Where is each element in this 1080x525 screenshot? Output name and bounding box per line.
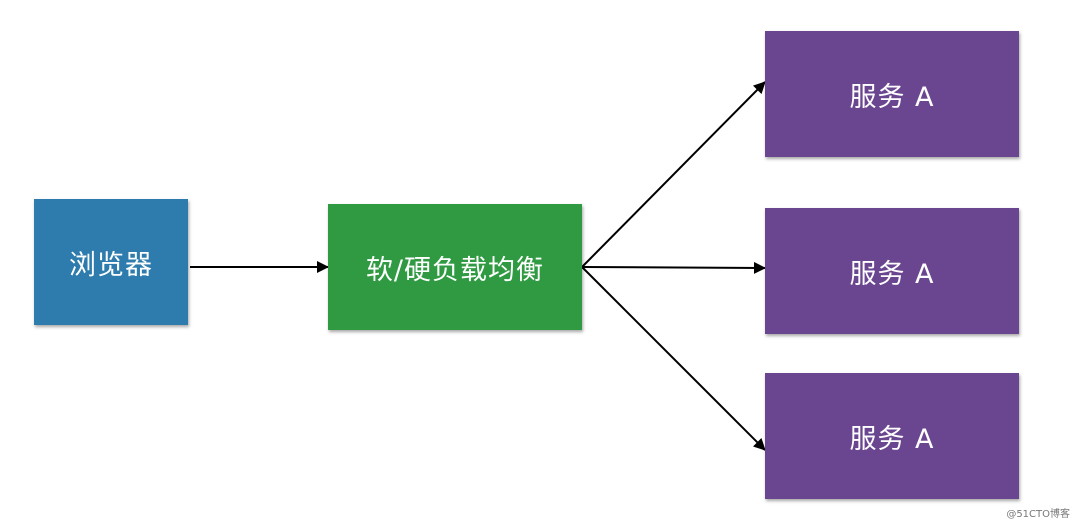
browser-node: 浏览器 (34, 199, 188, 325)
service-a-node-label: 服务 A (849, 81, 935, 113)
load-balancer-node-label: 软/硬负载均衡 (365, 254, 545, 286)
service-a-node-label: 服务 A (849, 258, 935, 290)
edge-lb-to-service-1 (581, 81, 766, 268)
service-a-node-3: 服务 A (765, 373, 1019, 499)
browser-node-label: 浏览器 (69, 249, 153, 281)
edge-lb-to-service-2 (581, 261, 766, 274)
service-a-node-1: 服务 A (765, 31, 1019, 157)
service-a-node-2: 服务 A (765, 208, 1019, 334)
watermark: @51CTO博客 (1006, 509, 1070, 520)
load-balancer-node: 软/硬负载均衡 (328, 204, 582, 330)
edge-lb-to-service-3 (581, 266, 766, 451)
service-a-node-label: 服务 A (849, 423, 935, 455)
